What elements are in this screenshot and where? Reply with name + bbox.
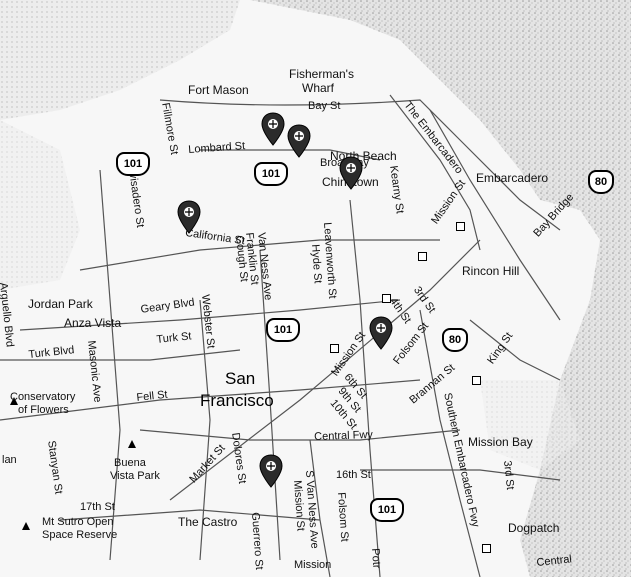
label-fishermans: Fisherman's [289, 67, 354, 81]
label-embarcadero: Embarcadero [476, 171, 549, 185]
transit-stop-icon [472, 376, 481, 385]
mission-bay-texture [480, 380, 580, 470]
label-3rd-st-south: 3rd St [501, 459, 517, 491]
interstate-80-shield: 80 [442, 328, 468, 352]
label-conservatory: Conservatory [10, 391, 76, 403]
label-dogpatch: Dogpatch [508, 521, 560, 535]
highway-101-shield: 101 [254, 162, 288, 186]
label-mission: Mission [294, 559, 332, 571]
interstate-80-shield: 80 [588, 170, 614, 194]
label-mt-sutro: Mt Sutro Open [42, 516, 114, 528]
label-bay-st: Bay St [308, 100, 341, 112]
map-pin-icon[interactable] [260, 112, 286, 146]
label-buena: Buena [114, 457, 146, 469]
transit-stop-icon [456, 222, 465, 231]
label-of-flowers: of Flowers [18, 404, 69, 416]
transit-stop-icon [382, 294, 391, 303]
label-san: San [225, 369, 256, 388]
map-pin-icon[interactable] [176, 200, 202, 234]
label-mission-st-bottom: Mission St [291, 479, 307, 532]
label-anza-vista: Anza Vista [64, 316, 122, 330]
west-texture [0, 120, 80, 290]
label-wharf: Wharf [302, 81, 335, 95]
label-hyde-st: Hyde St [309, 243, 324, 284]
highway-101-shield: 101 [116, 152, 150, 176]
label-potrero: Potr [369, 547, 383, 569]
road-network [0, 94, 561, 577]
map-pin-icon[interactable] [368, 316, 394, 350]
highway-101-shield: 101 [266, 318, 300, 342]
label-16th-st: 16th St [336, 469, 371, 481]
label-fort-mason: Fort Mason [188, 83, 249, 97]
label-rincon-hill: Rincon Hill [462, 264, 520, 278]
map-pin-icon[interactable] [286, 124, 312, 158]
label-folsom-st-south: Folsom St [335, 491, 351, 543]
label-17th-st: 17th St [80, 501, 115, 513]
northwest-water [0, 0, 240, 120]
label-central-fwy: Central Fwy [313, 428, 374, 443]
label-lan: lan [2, 454, 17, 466]
bay-water [250, 0, 631, 577]
transit-stop-icon [482, 544, 491, 553]
label-francisco: Francisco [200, 391, 274, 410]
transit-stop-icon [418, 252, 427, 261]
label-vista-park: Vista Park [110, 470, 160, 482]
map-pin-icon[interactable] [338, 156, 364, 190]
label-space-reserve: Space Reserve [42, 529, 118, 541]
highway-101-shield: 101 [370, 498, 404, 522]
map-pin-icon[interactable] [258, 454, 284, 488]
label-jordan-park: Jordan Park [28, 297, 93, 311]
transit-stop-icon [330, 344, 339, 353]
label-the-castro: The Castro [178, 515, 238, 529]
label-mission-bay: Mission Bay [468, 435, 533, 449]
park-markers [10, 397, 136, 530]
